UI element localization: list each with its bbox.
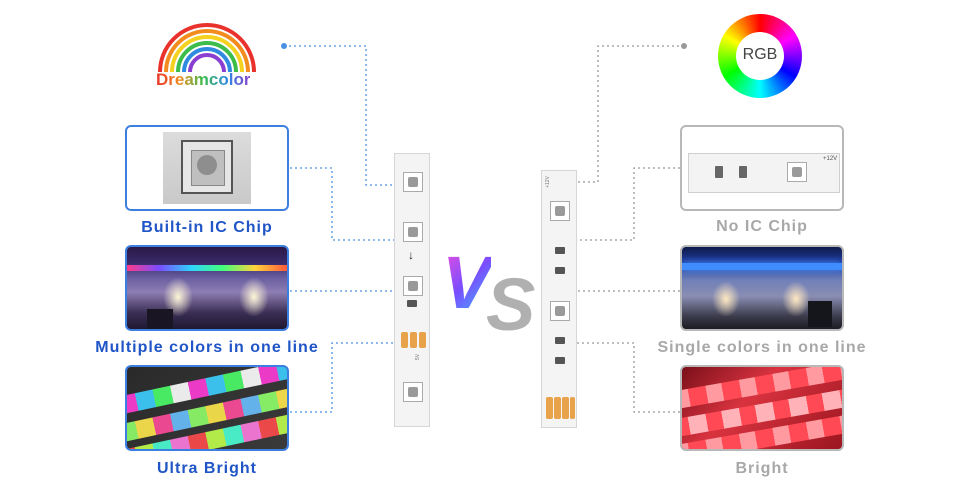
- solder-pad: [554, 397, 561, 419]
- led-chip: [550, 301, 570, 321]
- rgb-center: [736, 32, 784, 80]
- resistor: [555, 337, 565, 344]
- blue-room-photo: [682, 263, 842, 270]
- rgb-label: RGB: [742, 46, 778, 63]
- resistor: [555, 357, 565, 364]
- solder-pad: [401, 332, 408, 348]
- multicolor-room-card: [125, 245, 289, 331]
- feature-label-single-color: Single colors in one line: [657, 339, 867, 356]
- resistor: [407, 300, 417, 307]
- ic-chip-card: [125, 125, 289, 211]
- rainbow-icon: [158, 23, 256, 73]
- feature-label-no-ic-chip: No IC Chip: [716, 218, 808, 235]
- dreamcolor-logo: Dreamcolor: [150, 16, 265, 96]
- solder-pad: [546, 397, 553, 419]
- feature-label-multicolor: Multiple colors in one line: [95, 339, 319, 356]
- rgb-logo: RGB: [718, 14, 802, 98]
- solder-pad: [570, 397, 575, 419]
- resistor: [555, 247, 565, 254]
- multicolor-room-photo: [127, 265, 287, 271]
- vs-label: V S: [442, 240, 542, 346]
- vs-letter-v: V: [442, 241, 492, 324]
- feature-label-ic-chip: Built-in IC Chip: [141, 219, 273, 236]
- feature-label-bright: Bright: [735, 460, 789, 477]
- vs-letter-s: S: [486, 263, 536, 346]
- arrow-down-icon: ↓: [408, 248, 414, 262]
- dreamcolor-label: Dreamcolor: [156, 70, 251, 89]
- solder-pad: [562, 397, 569, 419]
- solder-pad: [410, 332, 417, 348]
- rgb-strip-diagram: +12V: [688, 153, 840, 193]
- solder-pad: [419, 332, 426, 348]
- ultra-bright-card: [125, 365, 289, 451]
- led-chip: [550, 201, 570, 221]
- dreamcolor-led-strip: ↓ 5V: [394, 153, 430, 427]
- rgb-led-strip: +12V: [541, 170, 577, 428]
- single-color-room-card: [680, 245, 844, 331]
- ic-chip-photo: [163, 132, 251, 204]
- led-chip: [403, 276, 423, 296]
- feature-label-ultra-bright: Ultra Bright: [157, 460, 257, 477]
- no-ic-chip-card: +12V: [680, 125, 844, 211]
- resistor: [555, 267, 565, 274]
- bright-card: [680, 365, 844, 451]
- led-chip: [403, 382, 423, 402]
- led-chip: [403, 172, 423, 192]
- led-chip: [403, 222, 423, 242]
